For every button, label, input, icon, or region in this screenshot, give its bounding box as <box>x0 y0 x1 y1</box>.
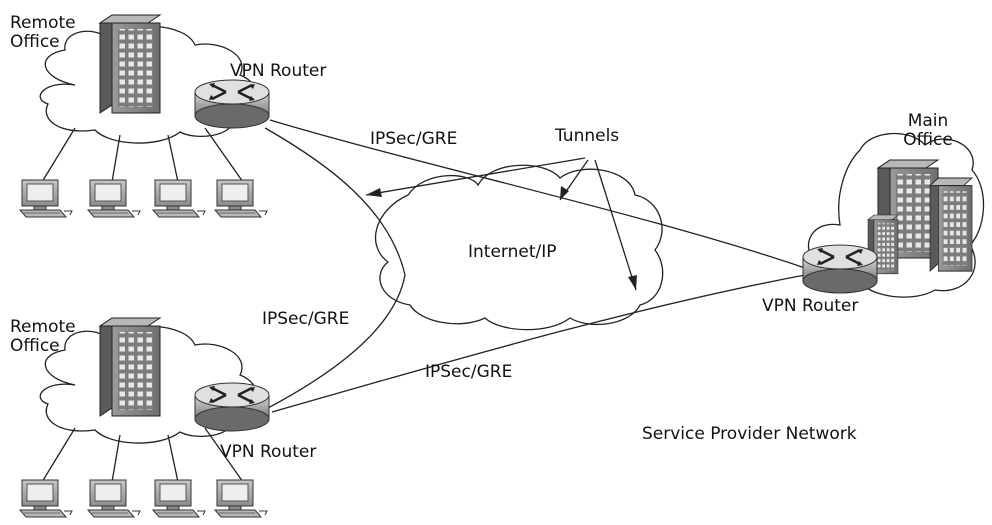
arrowheads <box>366 186 637 290</box>
pc-bottom-3 <box>152 479 206 518</box>
label-tunnels: Tunnels <box>555 126 620 146</box>
lan-links-bottom <box>41 427 244 483</box>
label-vpn-router-main: VPN Router <box>762 296 859 316</box>
label-service-provider-network: Service Provider Network <box>642 424 857 444</box>
label-remote-office-bottom-line2: Office <box>10 335 60 356</box>
label-vpn-router-top: VPN Router <box>230 61 327 81</box>
pc-bottom-4 <box>214 479 268 518</box>
pc-top-4 <box>214 179 268 218</box>
label-main-office: Main Office <box>892 112 964 149</box>
label-remote-office-top: Remote Office <box>10 14 76 51</box>
pc-bottom-1 <box>19 479 73 518</box>
building-remote-office-top <box>99 14 161 114</box>
vpn-router-bottom <box>193 381 271 433</box>
vpn-router-top <box>193 78 271 130</box>
pc-top-1 <box>19 179 73 218</box>
label-vpn-router-bottom: VPN Router <box>220 442 317 462</box>
label-remote-office-bottom: Remote Office <box>10 318 76 355</box>
pc-top-3 <box>152 179 206 218</box>
label-ipsec-gre-top: IPSec/GRE <box>370 129 458 149</box>
label-ipsec-gre-bottom: IPSec/GRE <box>425 362 513 382</box>
building-remote-office-bottom <box>99 317 161 417</box>
tunnel-lines <box>264 119 806 413</box>
label-main-office-line2: Office <box>903 129 953 150</box>
pc-top-2 <box>87 179 141 218</box>
label-ipsec-gre-mid: IPSec/GRE <box>262 309 350 329</box>
vpn-router-main <box>801 243 879 295</box>
label-internet-ip: Internet/IP <box>468 242 557 262</box>
lan-links-top <box>41 127 244 183</box>
label-remote-office-bottom-line1: Remote <box>10 317 76 337</box>
pc-bottom-2 <box>87 479 141 518</box>
label-remote-office-top-line2: Office <box>10 31 60 52</box>
label-remote-office-top-line1: Remote <box>10 13 76 33</box>
label-main-office-line1: Main <box>907 111 949 131</box>
